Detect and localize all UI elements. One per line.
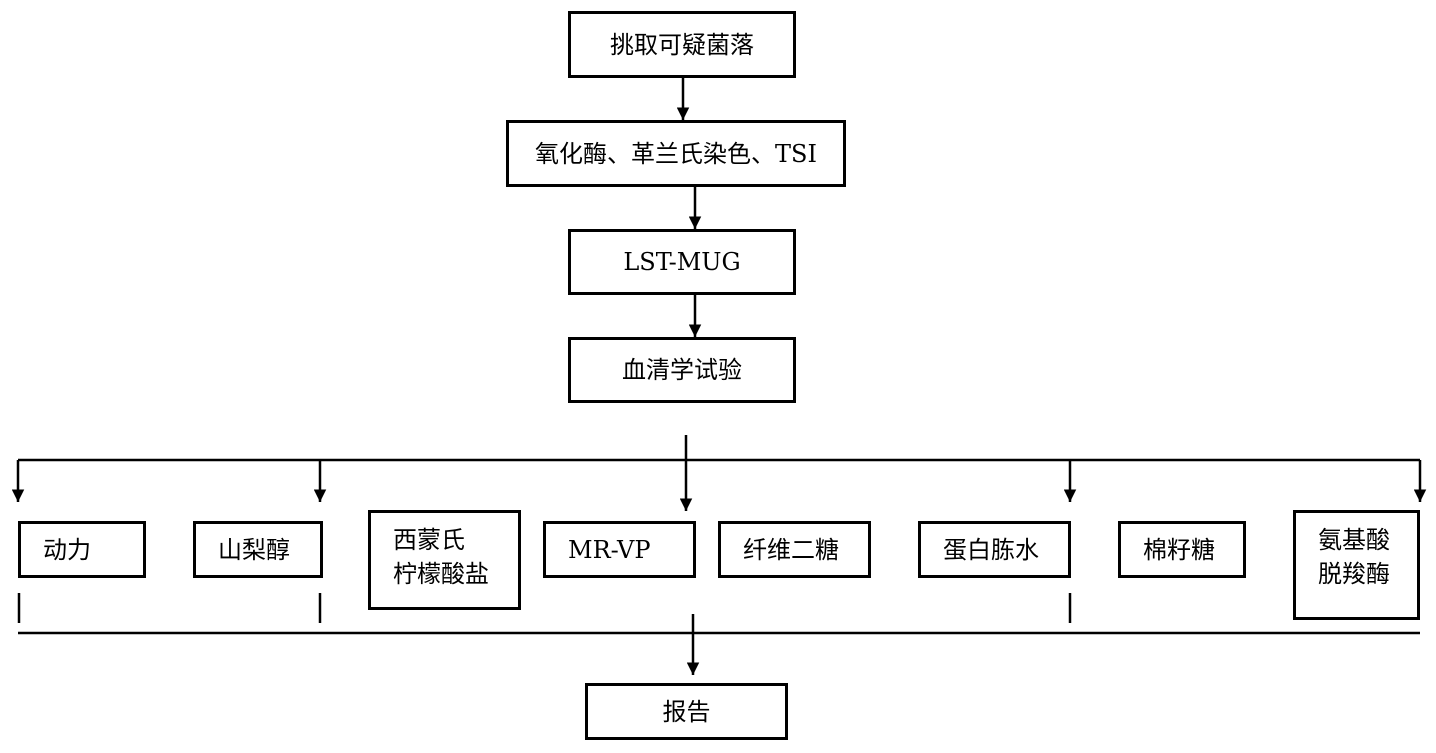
test-mr-vp-label: MR-VP: [568, 535, 651, 564]
test-sorbitol-label: 山梨醇: [218, 535, 290, 564]
test-cellobiose: 纤维二糖: [718, 521, 871, 578]
step-serology-label: 血清学试验: [622, 356, 742, 384]
test-lysine-decarboxylase-line2: 脱羧酶: [1318, 560, 1390, 588]
step-pick-colonies: 挑取可疑菌落: [568, 11, 796, 78]
test-motility: 动力: [18, 521, 146, 578]
step-report: 报告: [585, 683, 788, 740]
step-pick-colonies-label: 挑取可疑菌落: [610, 30, 754, 59]
test-lysine-decarboxylase: 氨基酸 脱羧酶: [1293, 510, 1420, 620]
test-simmons-citrate: 西蒙氏 柠檬酸盐: [368, 510, 521, 610]
step-report-label: 报告: [662, 697, 711, 726]
test-raffinose: 棉籽糖: [1118, 521, 1246, 578]
test-simmons-citrate-line1: 西蒙氏: [393, 526, 465, 554]
test-lysine-decarboxylase-line1: 氨基酸: [1318, 526, 1390, 554]
step-lst-mug: LST-MUG: [568, 229, 796, 295]
test-mr-vp: MR-VP: [543, 521, 696, 578]
test-peptone-water-label: 蛋白胨水: [943, 535, 1039, 564]
test-raffinose-label: 棉籽糖: [1143, 535, 1215, 564]
step-serology: 血清学试验: [568, 337, 796, 403]
test-sorbitol: 山梨醇: [193, 521, 323, 578]
test-cellobiose-label: 纤维二糖: [743, 535, 839, 564]
step-screening-tests: 氧化酶、革兰氏染色、TSI: [506, 120, 846, 187]
test-simmons-citrate-line2: 柠檬酸盐: [393, 560, 489, 588]
step-screening-tests-label: 氧化酶、革兰氏染色、TSI: [535, 139, 817, 168]
test-peptone-water: 蛋白胨水: [918, 521, 1071, 578]
test-motility-label: 动力: [43, 535, 91, 564]
step-lst-mug-label: LST-MUG: [623, 248, 741, 276]
